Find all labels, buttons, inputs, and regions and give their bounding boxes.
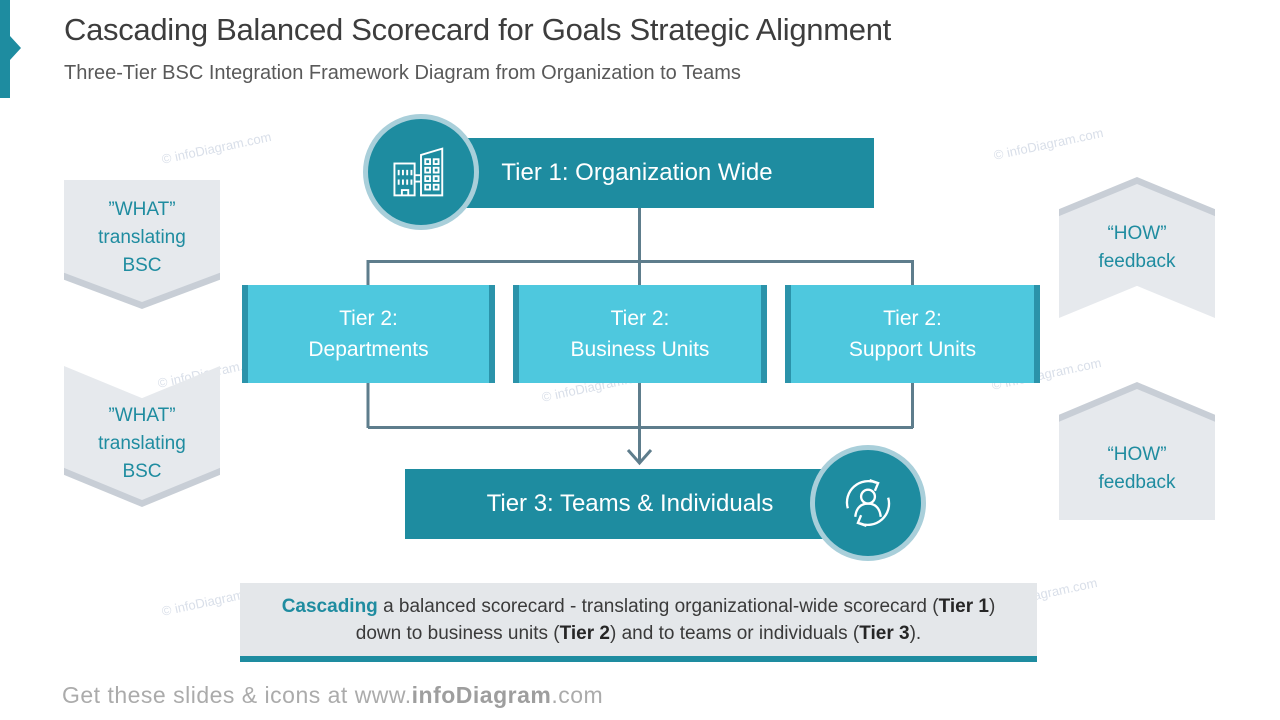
tier3-label: Tier 3: Teams & Individuals	[486, 490, 774, 517]
page-subtitle: Three-Tier BSC Integration Framework Dia…	[64, 62, 741, 84]
watermark: © infoDiagram.com	[992, 124, 1105, 163]
tier2-line2: Business Units	[570, 338, 710, 361]
banner-line: ”WHAT”	[108, 405, 176, 426]
caption-underline	[240, 656, 1037, 662]
watermark: © infoDiagram.com	[160, 128, 273, 167]
footer-brand: infoDiagram	[411, 682, 552, 708]
caption-bold: Tier 2	[559, 622, 610, 644]
footer-text: Get these slides & icons at www.	[62, 682, 412, 708]
banner-line: “HOW”	[1107, 444, 1167, 465]
tier1-label: Tier 1: Organization Wide	[501, 159, 773, 186]
tier3-bar: Tier 3: Teams & Individuals	[405, 469, 855, 539]
banner-line: BSC	[122, 255, 162, 276]
banner-line: translating	[98, 227, 186, 248]
buildings-icon	[393, 147, 444, 197]
caption-seg: ) and to teams or individuals (	[610, 622, 860, 644]
tier1-bar: Tier 1: Organization Wide	[400, 138, 874, 208]
accent-arrow-icon	[10, 36, 21, 60]
banner-how-bottom: “HOW” feedback	[1059, 389, 1215, 520]
tier2-line2: Departments	[308, 338, 429, 361]
footer-credit: Get these slides & icons at www.infoDiag…	[62, 682, 603, 709]
banner-line: feedback	[1098, 251, 1176, 272]
caption-bold: Tier 3	[859, 622, 910, 644]
person-cycle-icon	[845, 479, 891, 527]
banner-line: BSC	[122, 461, 162, 482]
accent-bar	[0, 0, 10, 98]
banner-what-top: ”WHAT” translating BSC	[64, 180, 220, 302]
banner-how-top: “HOW” feedback	[1059, 184, 1215, 318]
banner-line: “HOW”	[1107, 223, 1167, 244]
tier2-box-departments: Tier 2: Departments	[242, 285, 495, 383]
tier2-line1: Tier 2:	[610, 307, 670, 330]
caption-seg: a balanced scorecard - translating organ…	[377, 595, 939, 617]
caption-seg: ) down to business units (	[355, 595, 996, 644]
tier2-box-support-units: Tier 2: Support Units	[785, 285, 1040, 383]
tier3-badge	[810, 445, 926, 561]
tier2-line1: Tier 2:	[339, 307, 398, 330]
banner-line: ”WHAT”	[108, 199, 176, 220]
footer-text: .com	[551, 682, 604, 708]
caption-bold: Tier 1	[938, 595, 989, 617]
banner-line: feedback	[1098, 472, 1176, 493]
tier2-line2: Support Units	[848, 338, 977, 361]
tier1-badge	[363, 114, 479, 230]
caption-lead: Cascading	[281, 595, 378, 617]
caption-box: Cascading a balanced scorecard - transla…	[240, 583, 1037, 656]
tier2-line1: Tier 2:	[883, 307, 942, 330]
caption-text: Cascading a balanced scorecard - transla…	[240, 593, 1037, 647]
banner-line: translating	[98, 433, 186, 454]
caption-seg: ).	[909, 622, 922, 644]
tier2-box-business-units: Tier 2: Business Units	[513, 285, 767, 383]
page-title: Cascading Balanced Scorecard for Goals S…	[64, 12, 891, 47]
